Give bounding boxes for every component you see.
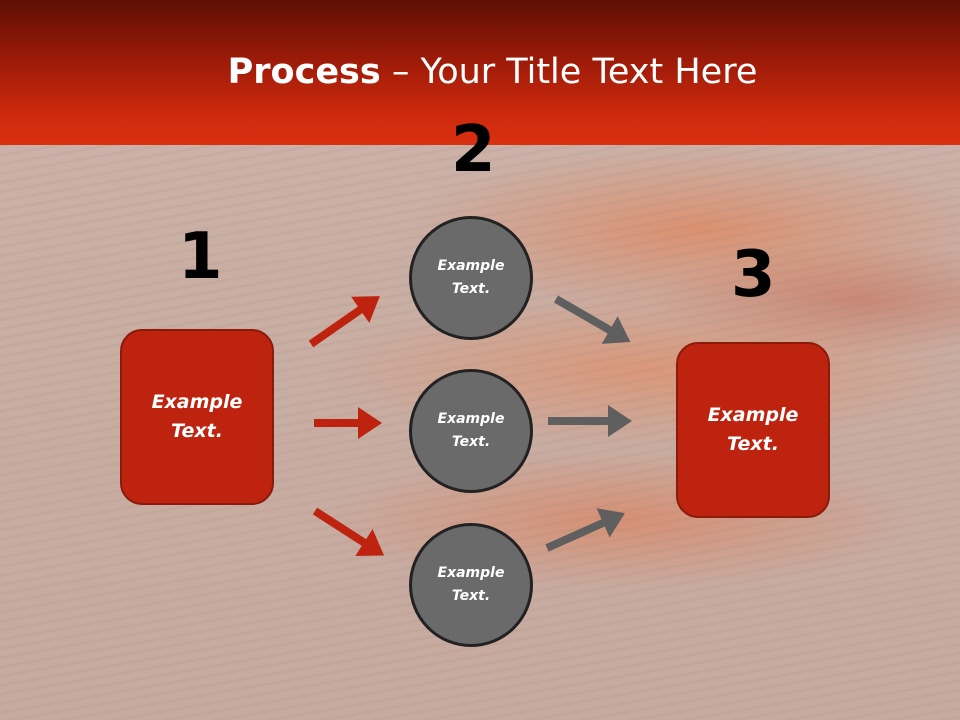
circle-bottom-line1: Example xyxy=(437,565,505,581)
circle-top-line1: Example xyxy=(437,258,505,274)
title-rest: – Your Title Text Here xyxy=(380,52,758,92)
right-box-line1: Example xyxy=(707,404,799,426)
right-box-line2: Text. xyxy=(727,433,779,455)
arrow-top-to-right xyxy=(553,295,631,344)
left-box-line1: Example xyxy=(151,391,243,413)
circle-middle-line1: Example xyxy=(437,411,505,427)
arrow-left-to-top xyxy=(308,296,380,348)
title-bold: Process xyxy=(227,52,381,92)
circle-top-line2: Text. xyxy=(451,281,491,297)
arrow-left-to-bottom xyxy=(312,507,385,556)
step-number-2: 2 xyxy=(451,113,496,187)
circle-middle: Example Text. xyxy=(409,369,533,493)
left-step-box: Example Text. xyxy=(120,329,274,505)
right-step-box: Example Text. xyxy=(676,342,830,518)
slide-title: Process – Your Title Text Here xyxy=(0,52,960,92)
circle-middle-line2: Text. xyxy=(451,434,491,450)
circle-bottom-line2: Text. xyxy=(451,588,491,604)
step-number-3: 3 xyxy=(731,238,776,312)
left-box-line2: Text. xyxy=(171,420,223,442)
arrow-bottom-to-right xyxy=(545,508,625,552)
step-number-1: 1 xyxy=(178,220,223,294)
circle-bottom: Example Text. xyxy=(409,523,533,647)
circle-top: Example Text. xyxy=(409,216,533,340)
title-bar xyxy=(0,0,960,145)
